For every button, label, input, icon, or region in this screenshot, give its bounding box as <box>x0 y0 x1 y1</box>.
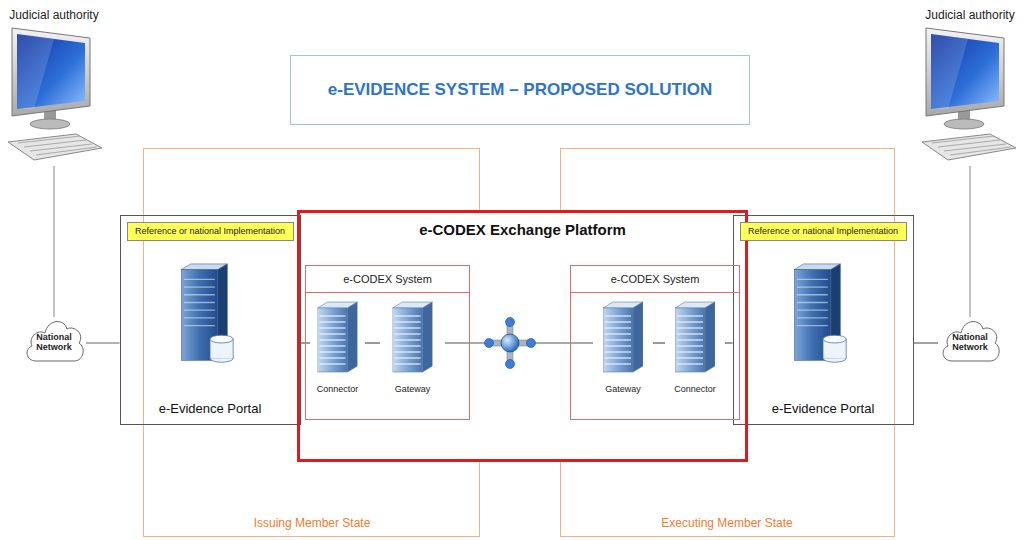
region-border <box>560 148 561 211</box>
state-region: Executing Member StateReference or natio… <box>560 148 895 537</box>
computer-icon <box>8 28 102 160</box>
server-label: Gateway <box>605 384 641 394</box>
connector-line <box>914 342 939 343</box>
server-icon <box>318 302 358 372</box>
region-label: Executing Member State <box>661 516 792 530</box>
network-cloud: National Network <box>938 317 1002 369</box>
platform-title: e-CODEX Exchange Platform <box>300 221 745 238</box>
region-border <box>479 148 480 211</box>
server-node: Gateway <box>593 297 653 397</box>
implementation-header: Reference or national Implementation <box>740 222 907 241</box>
portal-server-icon <box>181 264 233 362</box>
cloud-label: National Network <box>948 333 992 353</box>
actor-label: Judicial authority <box>4 4 104 22</box>
portal-box: Reference or national Implementation e-Ev… <box>120 215 301 425</box>
connector-line <box>969 166 970 317</box>
title-box: e-EVIDENCE SYSTEM – PROPOSED SOLUTION <box>290 55 750 125</box>
platform-box: e-CODEX Exchange Platform e-CODEX SystemC… <box>297 210 748 462</box>
system-box: e-CODEX SystemConnector Gateway <box>305 265 470 420</box>
connector-line <box>653 342 665 343</box>
diagram-title: e-EVIDENCE SYSTEM – PROPOSED SOLUTION <box>328 80 712 100</box>
connector-line <box>53 166 54 317</box>
region-label: Issuing Member State <box>254 516 371 530</box>
system-box: e-CODEX SystemGateway Connector <box>570 265 740 420</box>
portal-box: Reference or national Implementation e-Ev… <box>733 215 914 425</box>
portal-label: e-Evidence Portal <box>127 401 294 416</box>
connector-line <box>86 342 120 343</box>
region-border <box>480 148 561 537</box>
hub-cap <box>506 318 515 327</box>
state-region: Issuing Member StateReference or nationa… <box>143 148 480 537</box>
region-border <box>479 461 480 537</box>
hub-cap <box>485 339 494 348</box>
hub-cap <box>527 339 536 348</box>
connector-line <box>365 342 380 343</box>
server-label: Connector <box>317 384 359 394</box>
implementation-header: Reference or national Implementation <box>127 222 294 241</box>
actor-label: Judicial authority <box>920 4 1020 22</box>
server-node: Connector <box>665 297 725 397</box>
cloud-outline <box>27 322 83 361</box>
hub-cap <box>506 360 515 369</box>
system-header: e-CODEX System <box>571 266 739 293</box>
portal-server-icon <box>794 264 846 362</box>
cloud-outline <box>943 322 999 361</box>
computer-node: Judicial authority <box>920 4 1020 166</box>
hub-icon <box>485 318 536 369</box>
connector-line <box>725 342 733 343</box>
server-node: Connector <box>310 297 365 397</box>
server-label: Connector <box>674 384 716 394</box>
cloud-label: National Network <box>32 333 76 353</box>
system-header: e-CODEX System <box>306 266 469 293</box>
region-border <box>560 461 561 537</box>
server-icon <box>603 302 643 372</box>
server-node: Gateway <box>380 297 445 397</box>
computer-node: Judicial authority <box>4 4 104 166</box>
server-label: Gateway <box>395 384 431 394</box>
computer-icon <box>922 28 1016 160</box>
portal-label: e-Evidence Portal <box>740 401 907 416</box>
server-icon <box>675 302 715 372</box>
hub-core <box>501 334 519 352</box>
server-icon <box>393 302 433 372</box>
network-cloud: National Network <box>22 317 86 369</box>
